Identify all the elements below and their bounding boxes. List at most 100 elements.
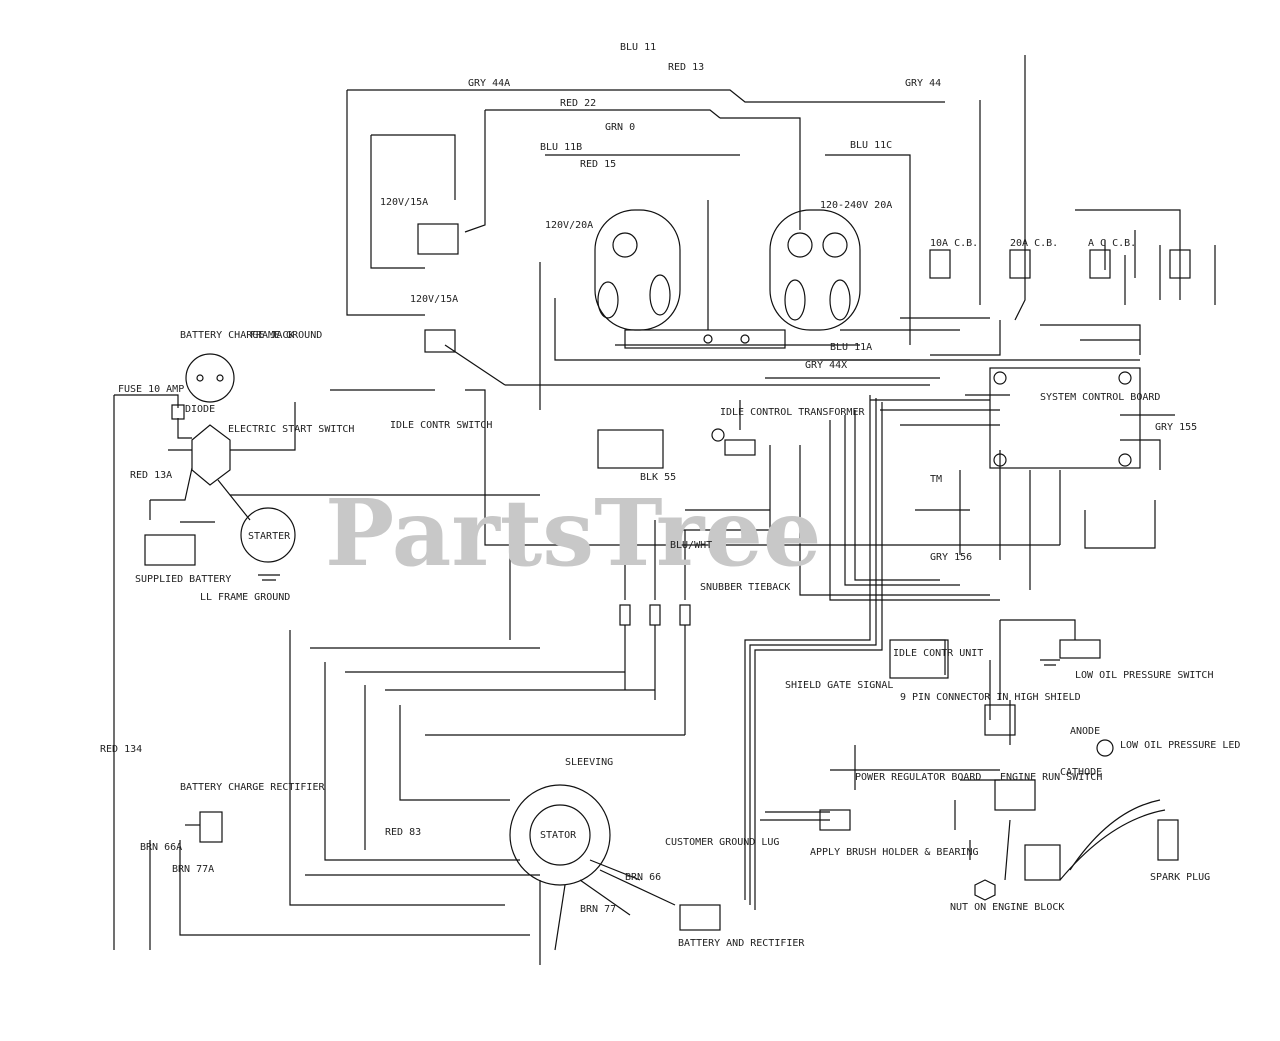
receptacle-120v-20a-socket-2	[597, 281, 619, 319]
stator-core	[529, 804, 591, 866]
label-brush-holder: APPLY BRUSH HOLDER & BEARING	[810, 847, 979, 858]
label-supplied-battery: SUPPLIED BATTERY	[135, 574, 231, 585]
connector-blk-55	[619, 604, 631, 626]
label-low-oil-pressure-led: LOW OIL PRESSURE LED	[1120, 740, 1240, 751]
label-red-15: RED 15	[580, 159, 616, 170]
label-gry-44: GRY 44	[905, 78, 941, 89]
power-regulator-board	[819, 809, 851, 831]
label-blu-11: BLU 11	[620, 42, 656, 53]
label-shield-gate-signal: SHIELD GATE SIGNAL	[785, 680, 893, 691]
receptacle-120v-20a-socket-1	[612, 232, 638, 258]
label-cathode: CATHODE	[1060, 767, 1102, 778]
engine-run-switch	[994, 779, 1036, 811]
breaker-10a	[929, 249, 951, 279]
wires	[113, 55, 1216, 965]
label-power-regulator-board: POWER REGULATOR BOARD	[855, 772, 981, 783]
receptacle-120-240v-socket-4	[829, 279, 851, 321]
label-engine-run-switch: ENGINE RUN SWITCH	[1000, 772, 1102, 783]
label-blu-11a: BLU 11A	[830, 342, 872, 353]
low-oil-pressure-switch	[1059, 639, 1101, 659]
label-diode: DIODE	[185, 404, 215, 415]
label-red-13a: RED 13A	[130, 470, 172, 481]
receptacle-120-240v	[769, 209, 861, 331]
label-system-control-board: SYSTEM CONTROL BOARD	[1040, 392, 1160, 403]
labels: BLU 11 RED 13 GRY 44A RED 22 GRY 44 GRN …	[100, 42, 1240, 949]
label-idle-contr-switch: IDLE CONTR SWITCH	[390, 420, 492, 431]
system-control-board	[989, 367, 1141, 469]
components	[144, 209, 1191, 931]
receptacle-tie-bar	[624, 329, 786, 349]
breaker-ac	[1089, 249, 1111, 279]
connector-blu-11	[649, 604, 661, 626]
label-recept-120-20: 120V/20A	[545, 220, 593, 231]
label-blk-55: BLK 55	[640, 472, 676, 483]
idle-control-transformer	[724, 439, 756, 456]
breaker-20a	[1009, 249, 1031, 279]
ground-symbol-frame	[258, 574, 280, 581]
label-brn-66a: BRN 66A	[140, 842, 182, 853]
tie-bar-terminal-2	[740, 334, 750, 344]
label-brn-66: BRN 66	[625, 872, 661, 883]
control-board-screw-3	[993, 453, 1007, 467]
receptacle-120-240v-socket-2	[822, 232, 848, 258]
label-pin-connector: 9 PIN CONNECTOR IN HIGH SHIELD	[900, 692, 1081, 703]
label-idle-contr-unit: IDLE CONTR UNIT	[893, 648, 983, 659]
label-cb-10a-1: 10A C.B.	[930, 238, 978, 249]
engine-block-nut	[974, 879, 996, 901]
control-board-screw-4	[1118, 453, 1132, 467]
label-red-13: RED 13	[668, 62, 704, 73]
label-customer-ground-lug: CUSTOMER GROUND LUG	[665, 837, 779, 848]
pin-connector	[984, 704, 1016, 736]
label-spark-plug: SPARK PLUG	[1150, 872, 1210, 883]
label-brn-77: BRN 77	[580, 904, 616, 915]
stator	[509, 784, 611, 886]
label-low-oil-pressure-switch: LOW OIL PRESSURE SWITCH	[1075, 670, 1213, 681]
battery-charge-rectifier	[199, 811, 223, 843]
spark-plug	[1157, 819, 1179, 861]
label-recept-120-15: 120V/15A	[410, 294, 458, 305]
battery-box	[144, 534, 196, 566]
label-snubber-tieback: SNUBBER TIEBACK	[700, 582, 790, 593]
control-board-screw-2	[1118, 371, 1132, 385]
label-blu-11b: BLU 11B	[540, 142, 582, 153]
label-idle-control-transformer: IDLE CONTROL TRANSFORMER	[720, 407, 865, 418]
battery-charge-jack	[185, 353, 235, 403]
rectifier	[679, 904, 721, 931]
receptacle-120-240v-socket-1	[787, 232, 813, 258]
breaker-right	[1169, 249, 1191, 279]
label-fuse: FUSE 10 AMP	[118, 384, 184, 395]
label-recept-120-240: 120-240V 20A	[820, 200, 892, 211]
receptacle-120-240v-socket-3	[784, 279, 806, 321]
label-frame-ground: FRAME GROUND	[250, 330, 322, 341]
starter-motor	[240, 507, 296, 563]
idle-contr-unit-box	[889, 639, 949, 679]
fuse	[171, 404, 185, 420]
label-gry-156: GRY 156	[930, 552, 972, 563]
label-recept-120-15-top: 120V/15A	[380, 197, 428, 208]
label-ll-frame-ground: LL FRAME GROUND	[200, 592, 290, 603]
low-oil-pressure-led	[1096, 739, 1114, 757]
label-stator: STATOR	[540, 830, 577, 841]
tie-bar-terminal-1	[703, 334, 713, 344]
label-brn-77a: BRN 77A	[172, 864, 214, 875]
battery-charge-jack-pin-2	[216, 374, 224, 382]
label-cb-20a: 20A C.B.	[1010, 238, 1058, 249]
battery-charge-jack-pin-1	[196, 374, 204, 382]
label-red-22: RED 22	[560, 98, 596, 109]
label-cb-10a-2: A C C.B.	[1088, 238, 1136, 249]
label-grn-0: GRN 0	[605, 122, 635, 133]
label-starter: STARTER	[248, 531, 291, 542]
engine-block	[1024, 844, 1061, 881]
label-battery-charge-rectifier: BATTERY CHARGE RECTIFIER	[180, 782, 325, 793]
label-battery-charge-jack: BATTERY CHARGE JACK	[180, 330, 294, 341]
ground-symbol-oil	[1040, 659, 1060, 666]
idle-control-box	[597, 429, 664, 469]
receptacle-120v-15a-top	[417, 223, 459, 255]
label-nut-on-engine-block: NUT ON ENGINE BLOCK	[950, 902, 1064, 913]
transformer-coil	[711, 428, 725, 442]
label-electric-start-switch: ELECTRIC START SWITCH	[228, 424, 354, 435]
control-board-screw-1	[993, 371, 1007, 385]
electric-start-switch	[191, 424, 231, 486]
label-red-83: RED 83	[385, 827, 421, 838]
